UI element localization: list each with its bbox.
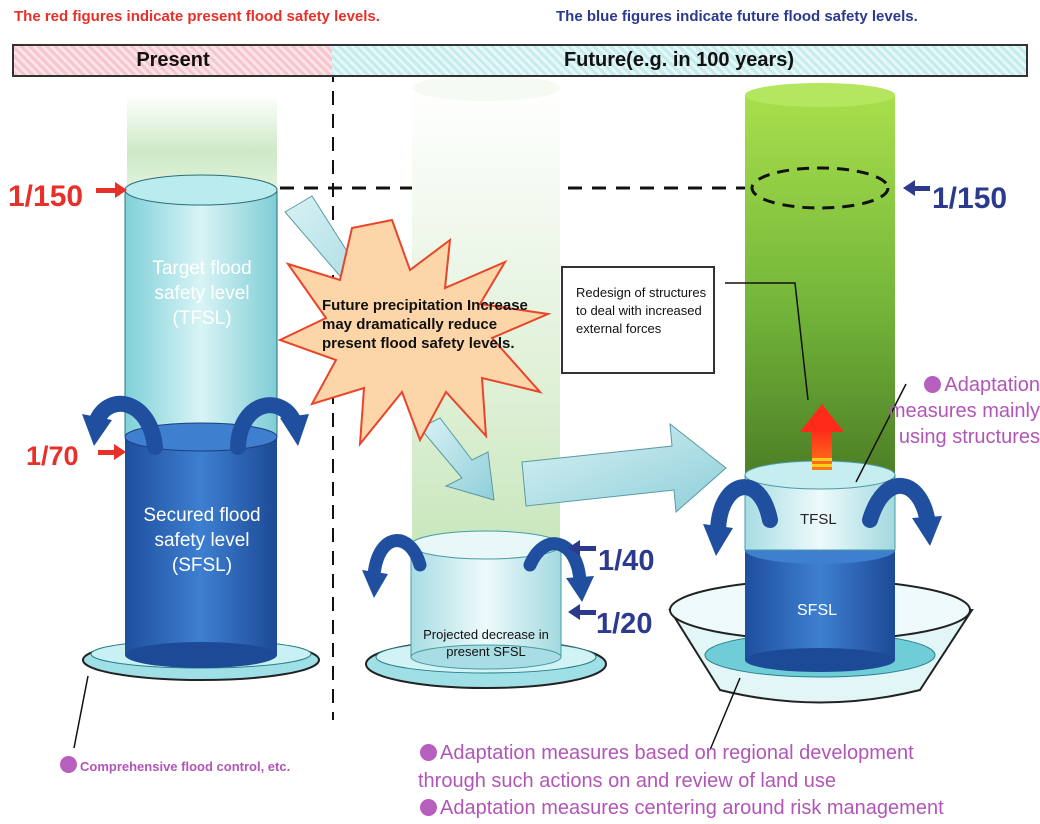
risk-management-text: Adaptation measures centering around ris… — [440, 797, 944, 819]
adaptation-structures-text: Adaptation measures mainly using structu… — [888, 374, 1040, 448]
present-tfsl-top — [124, 174, 278, 206]
future-tfsl-dashed-ring — [750, 166, 890, 210]
present-tfsl-ratio: 1/150 — [8, 180, 84, 213]
secured-flood-safety-label: Secured flood safety level (SFSL) — [143, 505, 261, 576]
present-band: Present — [12, 44, 334, 77]
right-column — [668, 83, 974, 704]
comprehensive-flood-control-note: Comprehensive flood control, etc. — [60, 756, 290, 774]
saucer-connector — [73, 675, 89, 749]
projected-decrease-label: Projected decrease in present SFSL — [423, 627, 549, 659]
precipitation-warning-text: Future precipitation Increase may dramat… — [322, 297, 528, 352]
bullet-icon — [60, 756, 77, 773]
present-sfsl-ratio: 1/70 — [26, 441, 79, 471]
bullet-icon — [420, 799, 437, 816]
redesign-callout: Redesign of structures to deal with incr… — [561, 266, 715, 374]
risk-management-note: Adaptation measures centering around ris… — [420, 797, 944, 820]
regional-development-note: Adaptation measures based on regional de… — [420, 742, 914, 765]
future-tfsl-label: TFSL — [800, 511, 837, 528]
adaptation-connector — [855, 383, 907, 483]
future-band: Future(e.g. in 100 years) — [332, 44, 1028, 77]
redesign-callout-text: Redesign of structures to deal with incr… — [576, 285, 707, 336]
target-flood-safety-label: Target flood safety level (TFSL) — [152, 258, 252, 329]
bullet-icon — [924, 376, 942, 393]
bowl-connector — [709, 677, 741, 751]
callout-connector — [725, 282, 809, 401]
present-figures-note: The red figures indicate present flood s… — [14, 8, 380, 25]
adaptation-structures-note: Adaptation measures mainly using structu… — [880, 372, 1040, 450]
future-figures-note: The blue figures indicate future flood s… — [556, 8, 918, 25]
regional-development-text: Adaptation measures based on regional de… — [440, 742, 914, 764]
regional-development-line2: through such actions on and review of la… — [418, 770, 837, 792]
precipitation-burst — [277, 218, 552, 448]
bullet-icon — [420, 744, 437, 761]
present-tfsl-pointer — [96, 182, 127, 198]
future-tfsl-pointer — [903, 180, 930, 196]
projected-ratio-lower: 1/20 — [596, 608, 653, 640]
comprehensive-flood-control-text: Comprehensive flood control, etc. — [80, 759, 291, 774]
present-column — [82, 95, 320, 681]
future-sfsl-label: SFSL — [797, 602, 838, 619]
future-tfsl-ratio: 1/150 — [932, 182, 1008, 215]
projected-ratio-upper: 1/40 — [598, 545, 655, 577]
present-column-glow — [127, 95, 277, 190]
present-sfsl-pointer — [98, 444, 126, 460]
